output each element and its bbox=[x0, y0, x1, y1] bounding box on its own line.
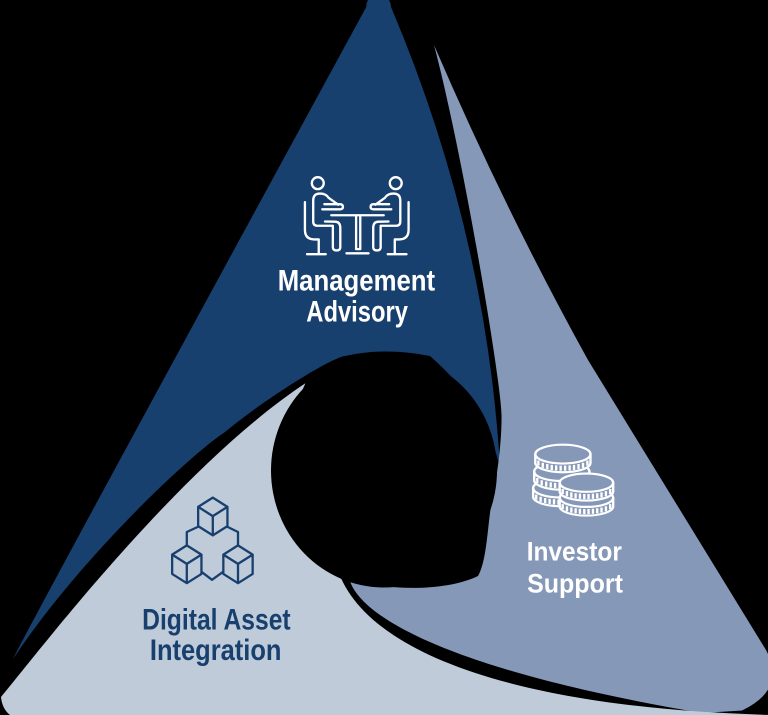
svg-text:Investor: Investor bbox=[527, 536, 623, 567]
svg-text:Management: Management bbox=[278, 266, 436, 298]
svg-text:Support: Support bbox=[527, 568, 623, 599]
svg-text:Digital Asset: Digital Asset bbox=[142, 604, 291, 637]
svg-text:Integration: Integration bbox=[150, 634, 282, 667]
svg-text:Advisory: Advisory bbox=[306, 296, 408, 328]
